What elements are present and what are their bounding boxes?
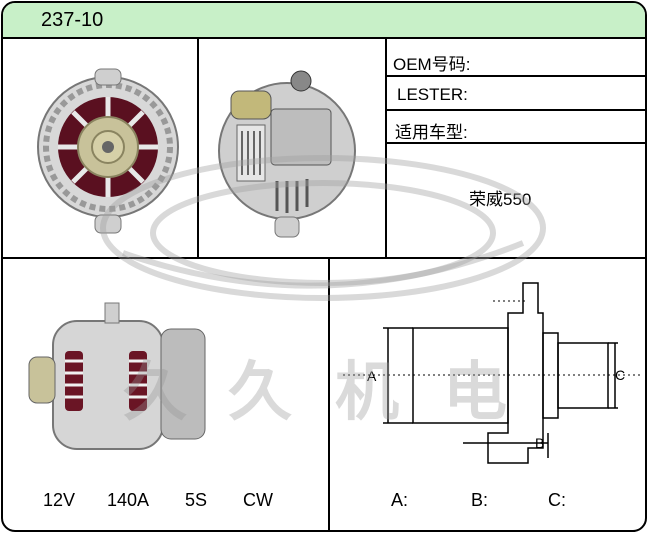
divider-field-1 [385, 75, 645, 77]
part-number-title: 237-10 [41, 9, 104, 31]
vehicle-value: 荣威550 [469, 190, 532, 209]
dimension-diagram: A B C [343, 282, 643, 464]
dim-b-label: B: [471, 490, 489, 510]
spec-voltage: 12V [43, 490, 76, 510]
divider-v2 [385, 39, 387, 258]
header-bar: 237-10 [3, 3, 645, 39]
spec-current: 140A [107, 490, 150, 510]
diagram-label-a: A [367, 368, 377, 384]
dim-c-label: C: [548, 490, 566, 510]
spec-rotation: CW [243, 490, 273, 510]
oem-label: OEM号码: [393, 55, 471, 74]
dim-a-label: A: [391, 490, 409, 510]
watermark-char-2: 久 [228, 355, 292, 430]
divider-v1 [197, 39, 199, 258]
diagram-label-b: B [535, 435, 544, 451]
divider-field-2 [385, 109, 645, 111]
alternator-side-image [28, 302, 206, 450]
divider-field-3 [385, 142, 645, 144]
alternator-rear-image [218, 70, 356, 238]
divider-h-mid [3, 257, 645, 259]
spec-pulley: 5S [185, 490, 208, 510]
lester-label: LESTER: [397, 85, 468, 104]
alternator-front-image [37, 68, 179, 234]
vehicle-label: 适用车型: [395, 123, 468, 142]
divider-v-bottom [328, 257, 330, 530]
diagram-label-c: C [615, 367, 625, 383]
